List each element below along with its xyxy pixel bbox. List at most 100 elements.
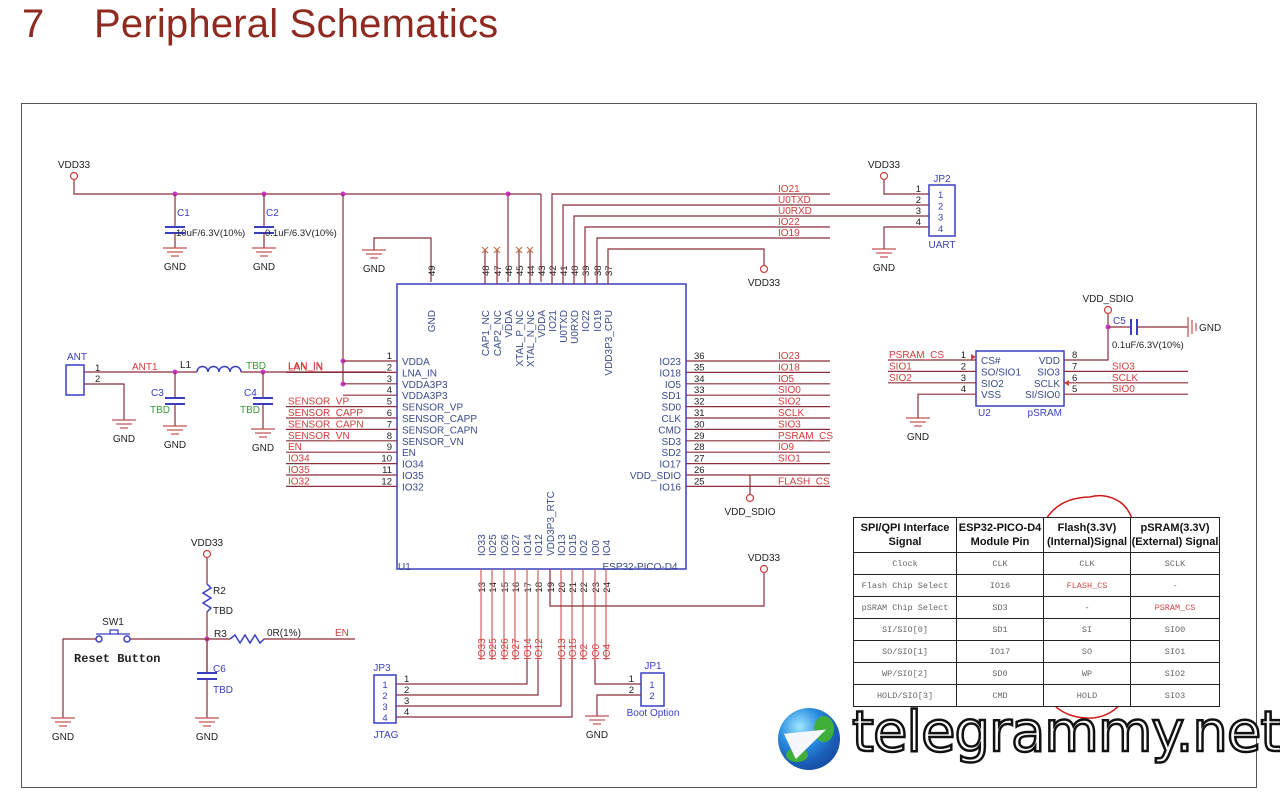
- net-label: EN: [335, 628, 349, 639]
- table-cell: CLK: [956, 552, 1044, 575]
- pin-name: SENSOR_VP: [402, 403, 463, 414]
- jp3-label: JTAG: [374, 730, 399, 741]
- table-cell: IO17: [956, 640, 1044, 663]
- gnd-label: GND: [52, 732, 74, 743]
- pin-name: SD1: [662, 391, 682, 402]
- net-label: IO2: [579, 643, 590, 660]
- net-label: IO21: [778, 184, 800, 195]
- net-label: SIO3: [778, 419, 801, 430]
- table-cell: SIO0: [1130, 618, 1220, 641]
- table-cell: FLASH_CS: [1043, 574, 1131, 597]
- table-cell: SD1: [956, 618, 1044, 641]
- pin-number: 3: [938, 213, 943, 224]
- net-label: IO32: [288, 476, 310, 487]
- no-connect-icon: [493, 246, 501, 254]
- pin-name: IO27: [511, 534, 522, 556]
- net-label: SIO1: [889, 361, 912, 372]
- jp1-body: [640, 672, 665, 707]
- pin-number: 9: [387, 442, 392, 453]
- power-port-icon: [759, 264, 769, 274]
- power-port-icon: [69, 171, 79, 181]
- table-header: pSRAM(3.3V) (External) Signal: [1130, 517, 1220, 553]
- pin-number: 21: [568, 582, 579, 593]
- pin-name: IO32: [402, 482, 424, 493]
- pin-name: IO26: [500, 534, 511, 556]
- pin-name: IO23: [659, 357, 681, 368]
- wire: [917, 393, 976, 418]
- pin-number: 5: [1072, 384, 1077, 395]
- jp3-body: [373, 674, 397, 724]
- wire: [584, 226, 830, 284]
- pin-number: 4: [382, 713, 387, 724]
- table-cell: SIO2: [1130, 662, 1220, 685]
- net-label: SCLK: [778, 408, 804, 419]
- power-net-label: VDD33: [868, 160, 901, 171]
- net-label: SENSOR_VP: [288, 397, 349, 408]
- pin-number: 4: [961, 384, 966, 395]
- pin-number: 2: [961, 361, 966, 372]
- no-connect-icon: [481, 246, 489, 254]
- table-cell: SO: [1043, 640, 1131, 663]
- gnd-label: GND: [196, 732, 218, 743]
- pin-number: 36: [694, 351, 705, 362]
- pin-name: U0TXD: [559, 310, 570, 343]
- pin-number: 4: [938, 224, 943, 235]
- pin-name: SD0: [662, 403, 682, 414]
- u2-part: pSRAM: [1028, 408, 1062, 419]
- pin-number: 1: [961, 350, 966, 361]
- table-cell: CMD: [956, 684, 1044, 707]
- net-label: IO12: [534, 638, 545, 660]
- pin-name: SENSOR_VN: [402, 437, 464, 448]
- pin-number: 4: [387, 385, 392, 396]
- pin-number: 7: [387, 419, 392, 430]
- table-cell: IO16: [956, 574, 1044, 597]
- gnd-label: GND: [252, 443, 274, 454]
- table-header: SPI/QPI Interface Signal: [853, 517, 957, 553]
- switch-icon: [123, 635, 131, 643]
- pin-name: U0RXD: [570, 310, 581, 344]
- pin-number: 3: [961, 373, 966, 384]
- pin-number: 41: [559, 265, 570, 276]
- table-cell: SD3: [956, 596, 1044, 619]
- jp1-label: Boot Option: [627, 708, 680, 719]
- pin-number: 2: [387, 362, 392, 373]
- pin-name: CMD: [658, 425, 681, 436]
- pin-number: 10: [381, 454, 392, 465]
- pin-number: 1: [629, 674, 634, 685]
- table-cell: pSRAM Chip Select: [853, 596, 957, 619]
- wire: [1064, 312, 1109, 361]
- pin-number: 2: [629, 685, 634, 696]
- l1-ref: L1: [180, 360, 192, 371]
- table-header-row: SPI/QPI Interface Signal ESP32-PICO-D4 M…: [853, 517, 1220, 553]
- resistor-icon: [201, 583, 213, 613]
- u2-body: [975, 350, 1065, 407]
- net-label: SIO2: [778, 397, 801, 408]
- pin-number: 24: [602, 582, 613, 593]
- pin-number: 40: [570, 265, 581, 276]
- pin-number: 11: [382, 465, 392, 476]
- input-arrow-icon: [1064, 380, 1069, 386]
- wire: [551, 193, 830, 284]
- wire: [62, 638, 96, 718]
- net-label: SIO0: [778, 385, 801, 396]
- net-label: IO34: [288, 454, 310, 465]
- jp3-ref: JP3: [373, 663, 391, 674]
- c4-value: TBD: [240, 405, 260, 416]
- pin-name: IO18: [659, 368, 681, 379]
- net-label: IO22: [778, 217, 800, 228]
- net-label: IO0: [591, 643, 602, 660]
- net-label: PSRAM_CS: [889, 350, 944, 361]
- power-net-label: VDD33: [748, 278, 781, 289]
- pin-number: 7: [1072, 361, 1077, 372]
- net-label: SENSOR_CAPP: [288, 408, 363, 419]
- pin-number: 23: [591, 582, 602, 593]
- pin-name: VDD: [1039, 356, 1060, 367]
- table-header: Flash(3.3V) (Internal)Signal: [1043, 517, 1131, 553]
- pin-name: IO33: [477, 534, 488, 556]
- pin-number: 2: [649, 691, 654, 702]
- c6-value: TBD: [213, 685, 233, 696]
- power-net-label: VDD_SDIO: [724, 507, 775, 518]
